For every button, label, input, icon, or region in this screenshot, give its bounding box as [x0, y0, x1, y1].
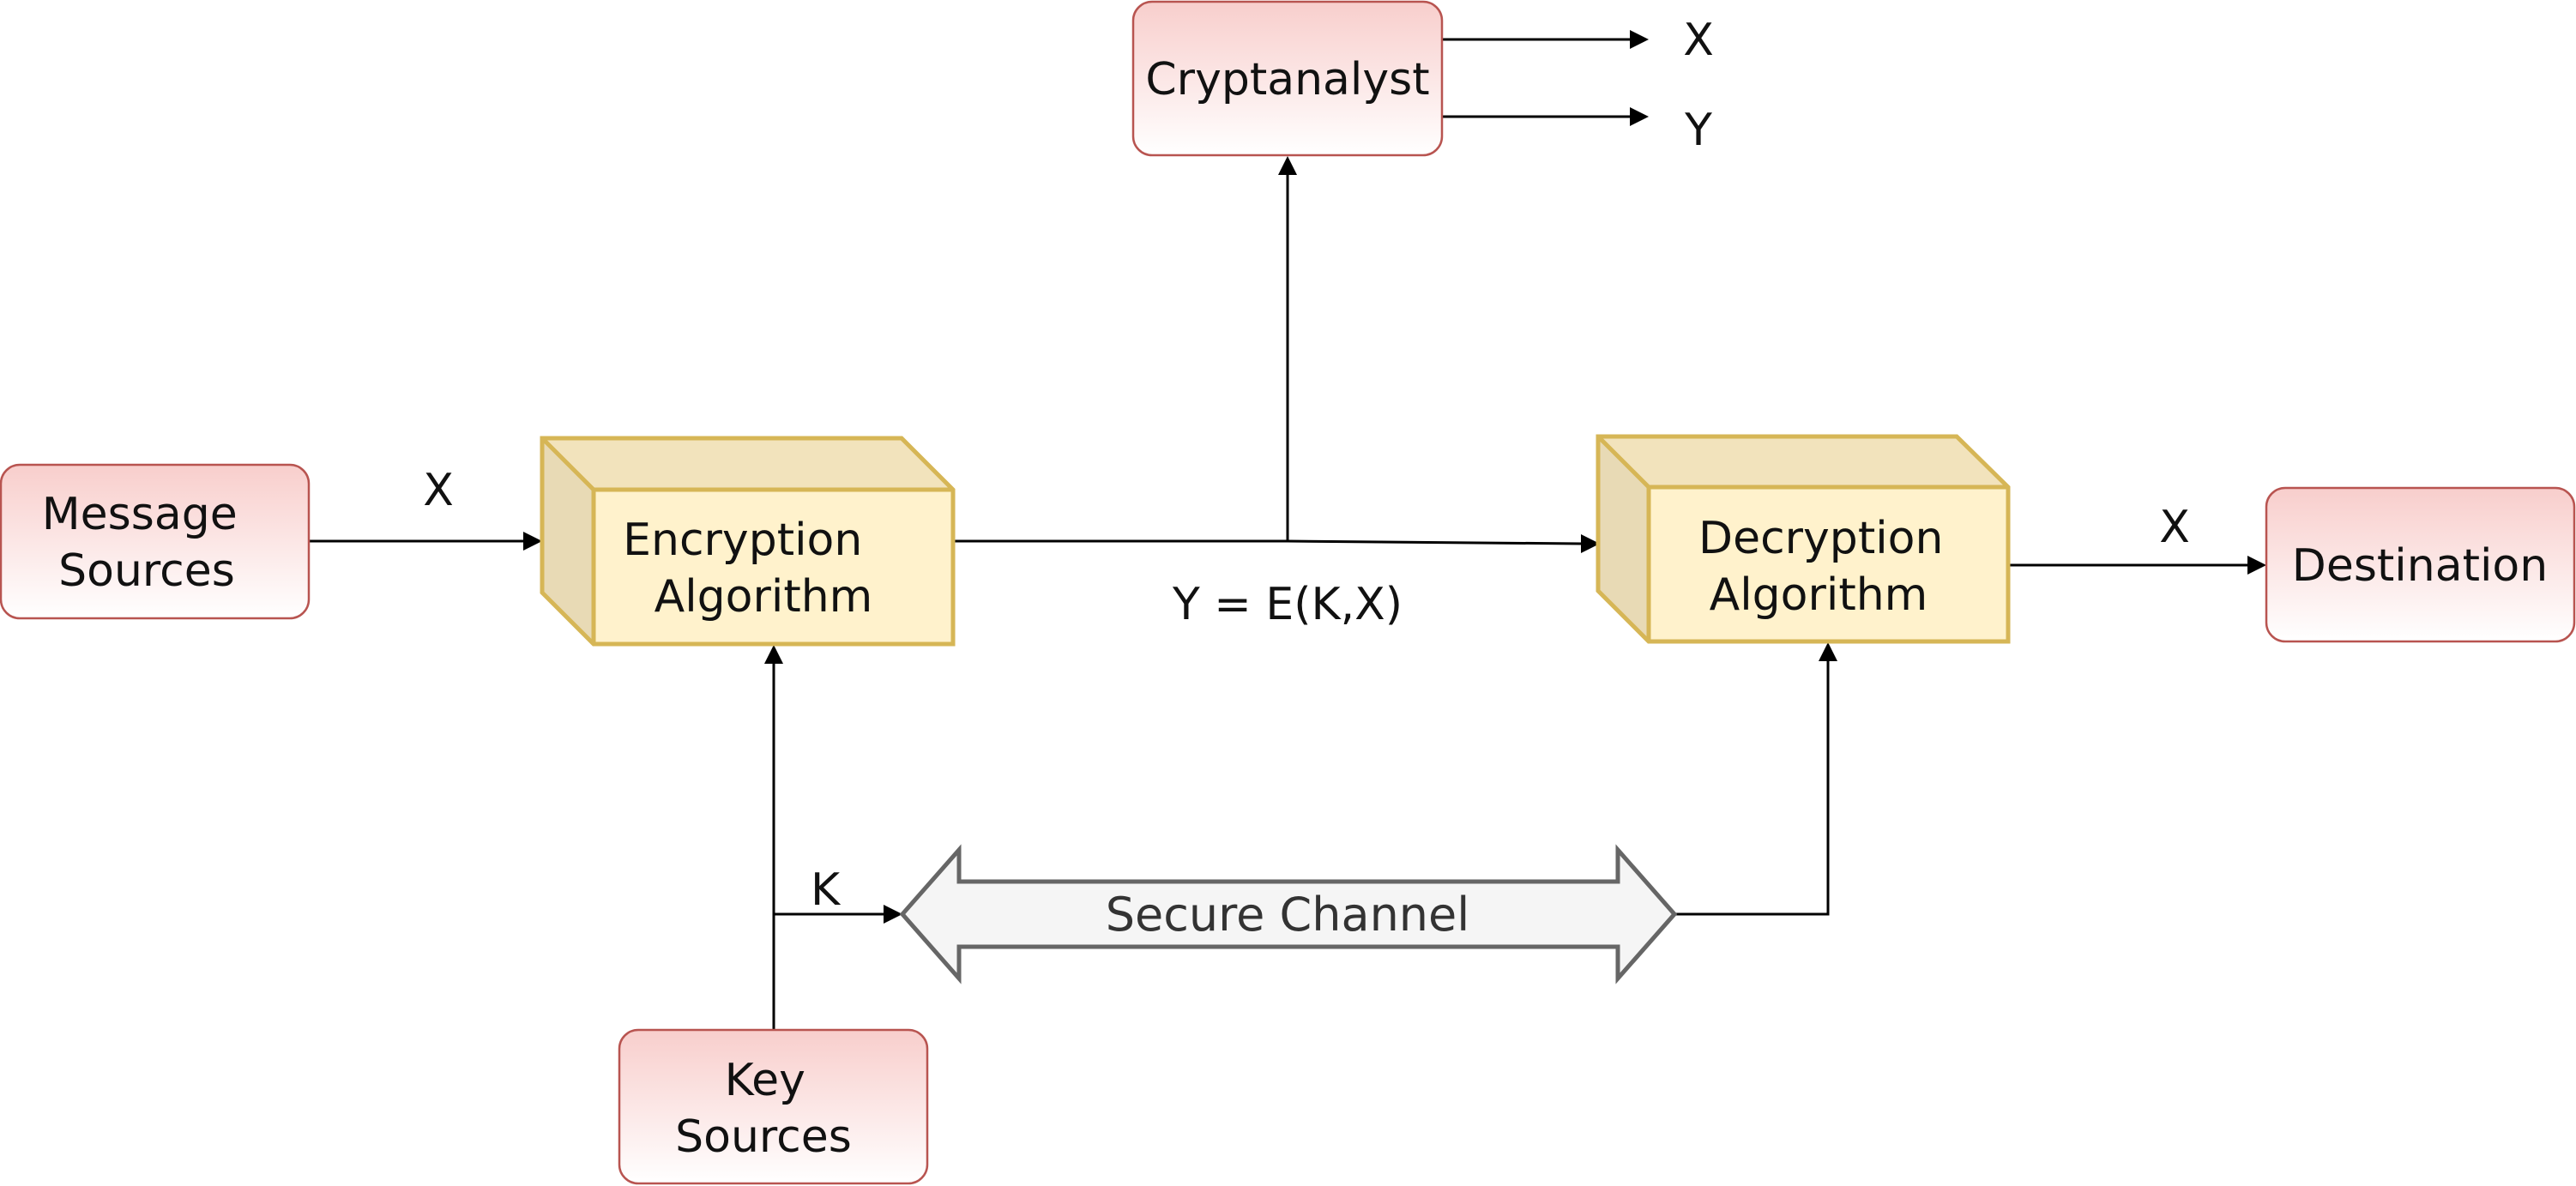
key-sources-node: Key Sources	[618, 1028, 929, 1185]
edge-key-to-encryption	[764, 645, 783, 1030]
edge-labels: X Y = E(K,X) K X X Y	[423, 15, 2190, 916]
secure-channel-label: Secure Channel	[1106, 888, 1470, 942]
decryption-algorithm-node: Decryption Algorithm	[1596, 434, 2011, 644]
edge-label-destination-x: X	[2159, 502, 2190, 553]
edge-encryption-to-decryption	[953, 534, 1600, 553]
message-sources-node: Message Sources	[0, 463, 311, 620]
edge-label-cryptanalyst-x: X	[1683, 15, 1714, 66]
edge-cryptanalyst-out-x	[1443, 30, 1649, 49]
edge-label-cryptanalyst-y: Y	[1684, 105, 1712, 156]
edge-label-key: K	[811, 864, 842, 916]
cryptanalyst-node: Cryptanalyst	[1131, 0, 1444, 157]
secure-channel-node: Secure Channel	[899, 844, 1678, 984]
encryption-algorithm-node: Encryption Algorithm	[540, 436, 956, 647]
destination-label: Destination	[2292, 540, 2548, 592]
edge-decryption-to-destination	[2008, 556, 2266, 575]
edge-label-message-x: X	[423, 465, 454, 516]
key-sources-label: Key Sources	[675, 1055, 852, 1163]
encryption-algorithm-label: Encryption Algorithm	[623, 515, 877, 623]
cryptanalyst-label: Cryptanalyst	[1145, 54, 1429, 105]
edge-to-cryptanalyst	[1278, 156, 1297, 541]
edge-label-ciphertext: Y = E(K,X)	[1172, 579, 1403, 630]
decryption-algorithm-label: Decryption Algorithm	[1698, 513, 1958, 621]
edge-message-to-encryption	[309, 532, 542, 551]
edges	[309, 30, 2266, 1030]
edge-channel-to-decryption	[1674, 642, 1837, 916]
destination-node: Destination	[2265, 486, 2576, 643]
message-sources-label: Message Sources	[42, 489, 251, 597]
edge-key-to-channel	[774, 905, 902, 924]
edge-cryptanalyst-out-y	[1443, 107, 1649, 126]
